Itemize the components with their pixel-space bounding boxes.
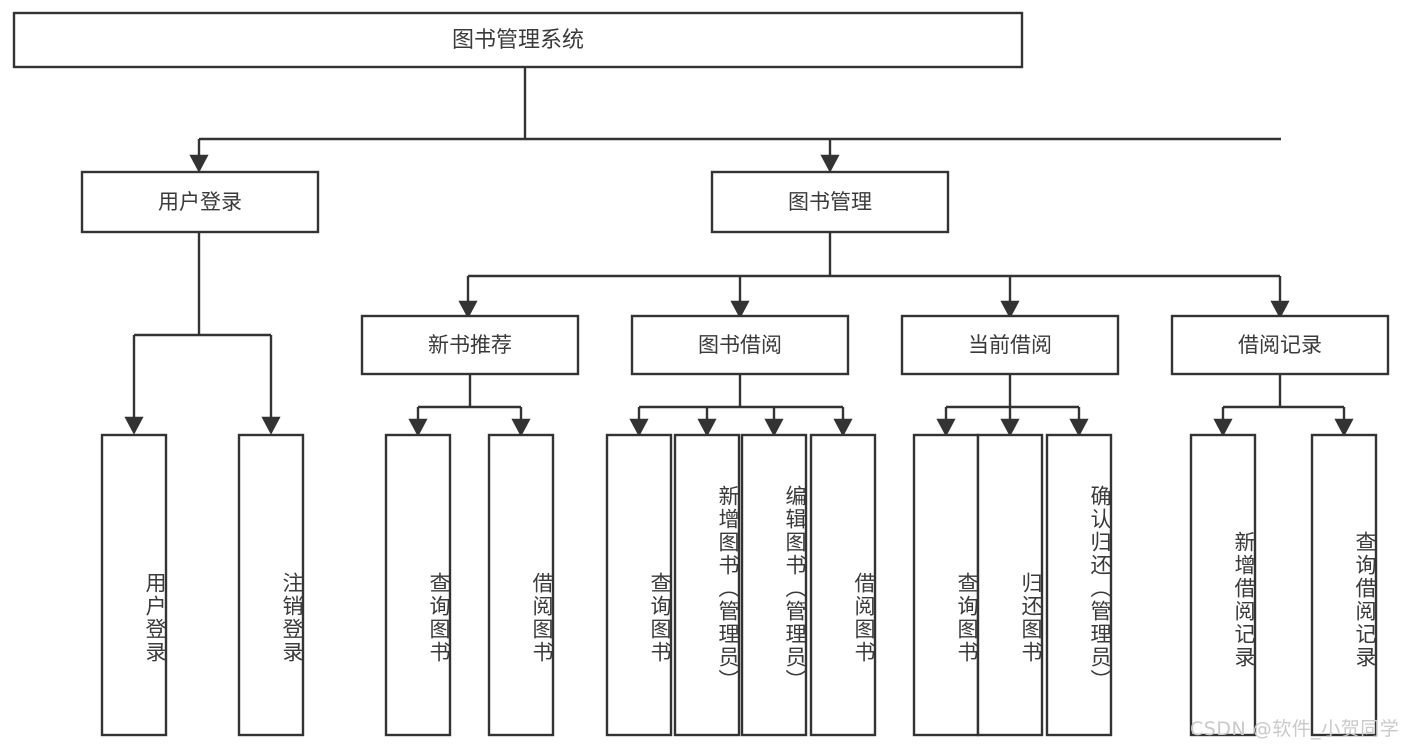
node-current-borrow-label: 当前借阅 (968, 333, 1052, 357)
node-root-system-label: 图书管理系统 (452, 28, 584, 53)
leaf-boxes-new-book-recommend (384, 433, 555, 737)
node-new-book-recommend[interactable]: 新书推荐 (360, 314, 580, 376)
leaf-box-user-login[interactable] (100, 433, 168, 737)
leaf-box-return-book[interactable] (976, 433, 1044, 737)
node-root-system[interactable]: 图书管理系统 (12, 11, 1024, 69)
node-new-book-recommend-label: 新书推荐 (428, 333, 512, 357)
node-book-manage-label: 图书管理 (788, 190, 872, 214)
leaf-box-edit-book[interactable] (740, 433, 808, 737)
leaf-box-borrow-book-1[interactable] (487, 433, 555, 737)
leaf-box-query-book-1[interactable] (384, 433, 452, 737)
leaf-box-borrow-book-2[interactable] (809, 433, 877, 737)
leaf-box-query-book-3[interactable] (912, 433, 980, 737)
node-user-login-label: 用户登录 (158, 190, 242, 214)
node-borrow-record[interactable]: 借阅记录 (1170, 314, 1390, 376)
watermark-text: CSDN @软件_小贺同学 (1190, 718, 1400, 740)
leaf-boxes-borrow-record (1189, 433, 1378, 737)
connectors-borrowrecord-to-leaves (1213, 374, 1354, 437)
node-user-login[interactable]: 用户登录 (80, 170, 320, 234)
connectors-root-to-level2 (189, 67, 1281, 173)
leaf-box-query-book-2[interactable] (605, 433, 673, 737)
leaf-boxes-user-login (100, 433, 305, 737)
connectors-bookmanage-to-level3 (458, 232, 1290, 319)
leaf-box-query-record[interactable] (1310, 433, 1378, 737)
leaf-box-confirm-return[interactable] (1045, 433, 1113, 737)
connectors-newbook-to-leaves (408, 374, 531, 437)
node-book-borrow-label: 图书借阅 (698, 333, 782, 357)
leaf-box-add-record[interactable] (1189, 433, 1257, 737)
node-current-borrow[interactable]: 当前借阅 (900, 314, 1120, 376)
leaf-boxes-book-borrow (605, 433, 877, 737)
connectors-userlogin-to-leaves (124, 232, 281, 435)
leaf-box-add-book[interactable] (673, 433, 741, 737)
node-book-manage[interactable]: 图书管理 (710, 170, 950, 234)
leaf-box-logout-login[interactable] (237, 433, 305, 737)
node-book-borrow[interactable]: 图书借阅 (630, 314, 850, 376)
connectors-currentborrow-to-leaves (936, 374, 1089, 437)
node-borrow-record-label: 借阅记录 (1238, 333, 1322, 357)
leaf-boxes-current-borrow (912, 433, 1113, 737)
connectors-bookborrow-to-leaves (629, 374, 853, 437)
